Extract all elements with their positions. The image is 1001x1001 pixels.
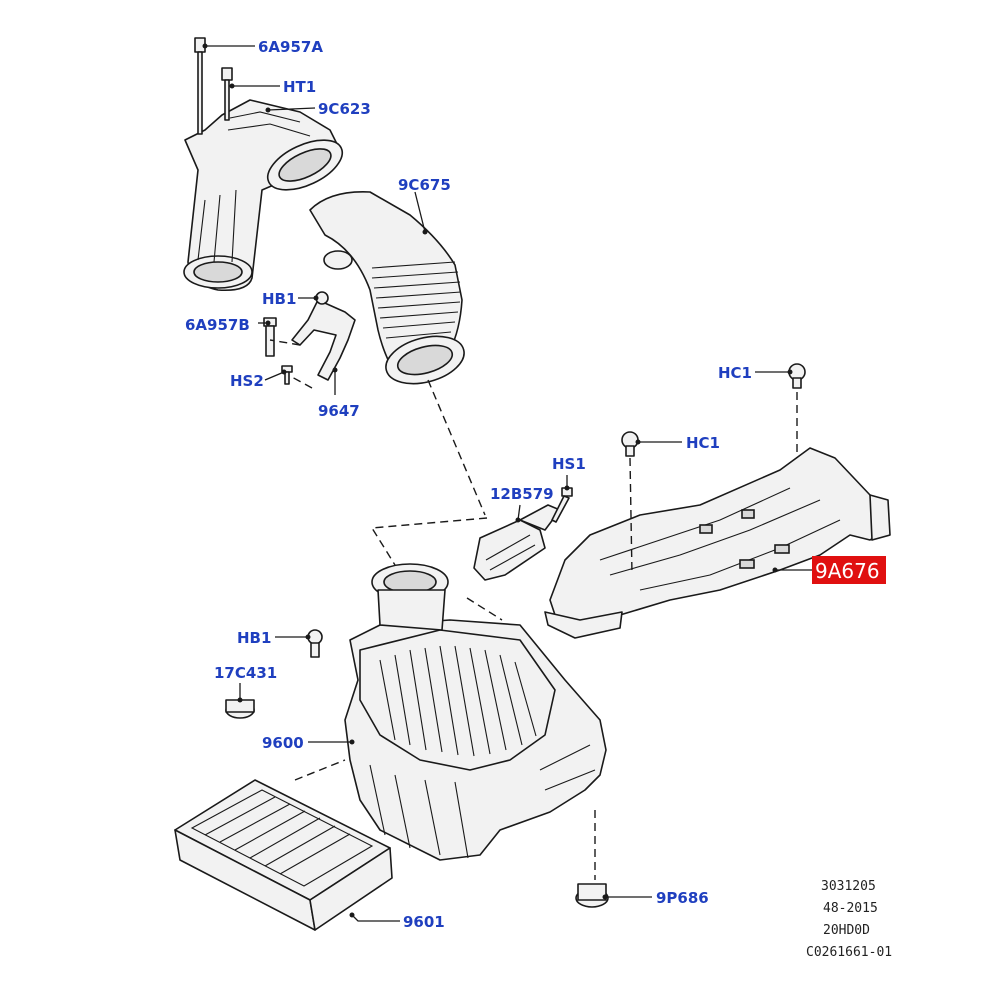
grommet-17C431 [225, 699, 255, 719]
callout-HT1: HT1 [283, 78, 316, 96]
assembly-lines [269, 339, 798, 880]
callout-9A676: 9A676 [815, 559, 880, 583]
reference-line-4: C0261661-01 [806, 945, 892, 960]
callout-HS1: HS1 [552, 455, 586, 473]
reference-line-1: 3031205 [821, 879, 876, 894]
reference-line-2: 48-2015 [823, 901, 878, 916]
callout-6A957B: 6A957B [185, 316, 250, 334]
sensor-12B579 [473, 504, 561, 581]
callout-HC1-lower: HC1 [686, 434, 720, 452]
callout-6A957A: 6A957A [258, 38, 323, 56]
air-cleaner-housing-9600 [344, 563, 607, 861]
highlight-box-9A676 [812, 556, 886, 584]
clip-HC1-upper [788, 363, 806, 389]
air-duct-9A676 [544, 447, 891, 639]
callout-9601: 9601 [403, 913, 445, 931]
callout-HC1-upper: HC1 [718, 364, 752, 382]
screw-HS1 [551, 487, 573, 523]
air-filter-9601 [174, 779, 393, 931]
clip-HC1-lower [621, 431, 639, 457]
bolt-6A957A [194, 37, 206, 135]
callout-12B579: 12B579 [490, 485, 554, 503]
callout-HS2: HS2 [230, 372, 264, 390]
callout-HB1-top: HB1 [262, 290, 296, 308]
reference-line-3: 20HD0D [823, 923, 870, 938]
grommet-9P686 [575, 883, 609, 908]
flex-hose-9C675 [309, 191, 465, 385]
callout-9647: 9647 [318, 402, 360, 420]
bolt-HB1-bottom [307, 629, 323, 658]
bracket-9647 [291, 299, 356, 381]
screw-HS2 [281, 365, 293, 385]
callout-9C675: 9C675 [398, 176, 451, 194]
callout-9P686: 9P686 [656, 889, 709, 907]
intake-duct-9C623 [183, 99, 344, 292]
callout-HB1-bottom: HB1 [237, 629, 271, 647]
reference-block: 3031205 48-2015 20HD0D C0261661-01 [806, 879, 892, 960]
stud-HT1 [221, 67, 233, 121]
callout-17C431: 17C431 [214, 664, 277, 682]
callout-9C623: 9C623 [318, 100, 371, 118]
callout-9600: 9600 [262, 734, 304, 752]
leader-lines [202, 43, 812, 922]
